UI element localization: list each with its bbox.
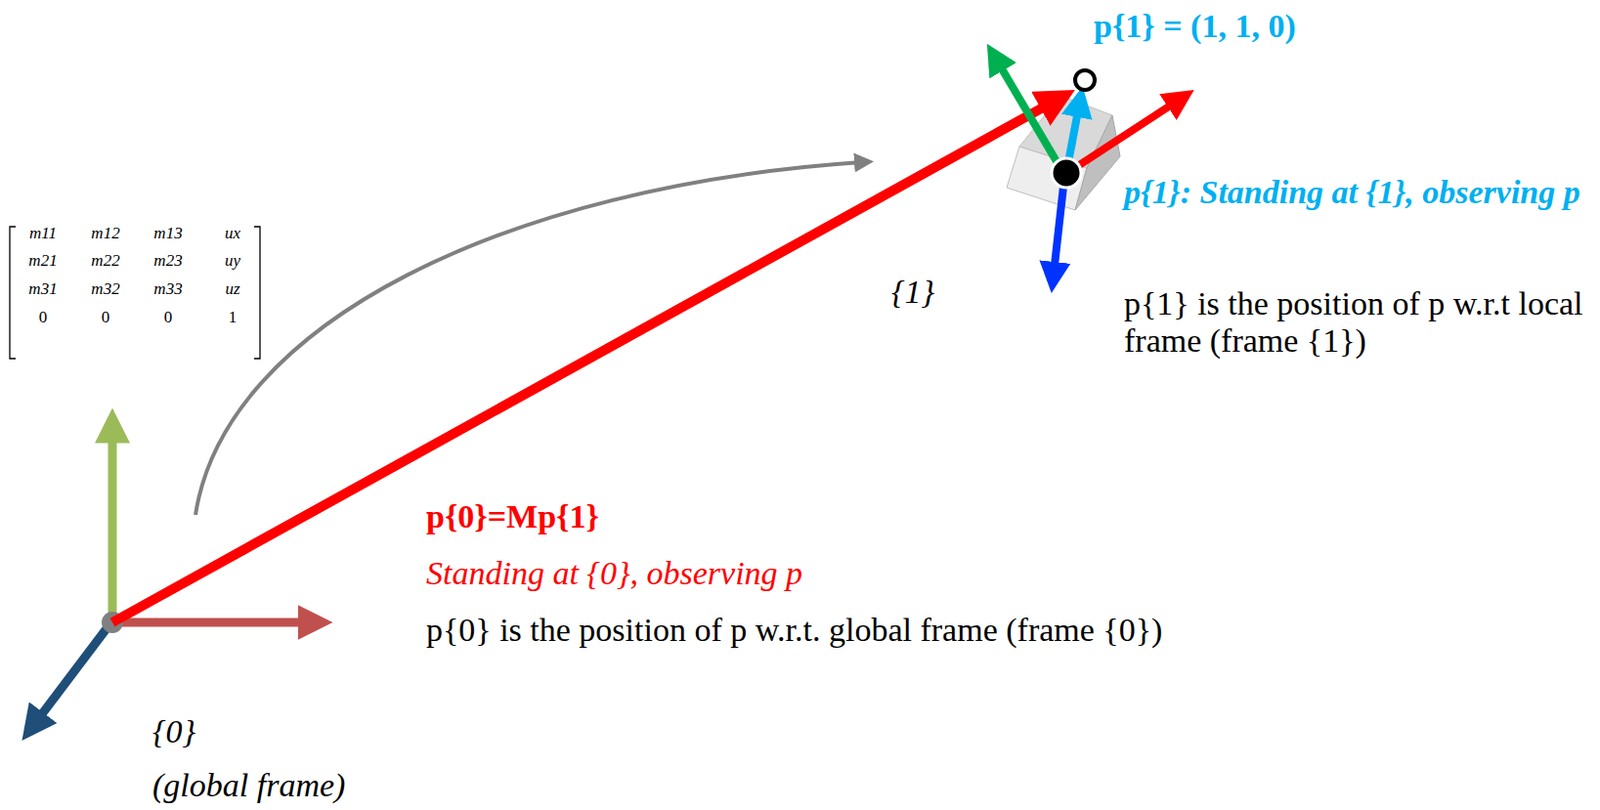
- axis-y: [108, 430, 118, 618]
- frame-description: (global frame): [152, 767, 346, 805]
- matrix-entry: 0: [101, 307, 111, 328]
- matrix-entry: uz: [224, 279, 240, 300]
- point-p: [1075, 70, 1095, 90]
- matrix-entry: 1: [228, 307, 238, 328]
- global-view-note: Standing at {0}, observing p: [426, 555, 803, 593]
- matrix-entry: 0: [39, 307, 48, 328]
- frame-name: {1}: [891, 273, 935, 311]
- local-axis-y: [996, 60, 1061, 169]
- frame-origin: [1051, 158, 1082, 188]
- transform-equation: p{0}=Mp{1}: [426, 498, 600, 536]
- frame-name: {0}: [152, 713, 196, 751]
- point-coordinates: p{1} = (1, 1, 0): [1093, 7, 1297, 45]
- matrix-bracket: [9, 226, 260, 359]
- global-position-note: p{0} is the position of p w.r.t. global …: [426, 611, 1163, 649]
- matrix-entry: uy: [224, 251, 241, 271]
- axis-z: [35, 627, 108, 724]
- local-axis-x: [1070, 100, 1178, 172]
- axis-x: [117, 618, 311, 628]
- local-position-note: p{1} is the position of p w.r.t local fr…: [1124, 285, 1596, 360]
- matrix-entry: m12: [90, 223, 120, 244]
- matrix-entry: 0: [164, 307, 173, 328]
- matrix-entry: m13: [153, 223, 182, 244]
- matrix-entry: m33: [153, 279, 182, 300]
- matrix-entry: m32: [90, 279, 120, 300]
- transform-arrow: [195, 162, 863, 516]
- position-arrow: [112, 101, 1054, 623]
- matrix-entry: m22: [90, 251, 120, 271]
- matrix-entry: m21: [28, 251, 57, 271]
- matrix-entry: m23: [153, 251, 182, 271]
- matrix-entry: m31: [28, 279, 57, 300]
- local-view-note: p{1}: Standing at {1}, observing p: [1124, 173, 1594, 212]
- matrix-entry: m11: [29, 223, 57, 244]
- local-axis-z: [1053, 177, 1065, 274]
- matrix-entry: ux: [224, 223, 241, 244]
